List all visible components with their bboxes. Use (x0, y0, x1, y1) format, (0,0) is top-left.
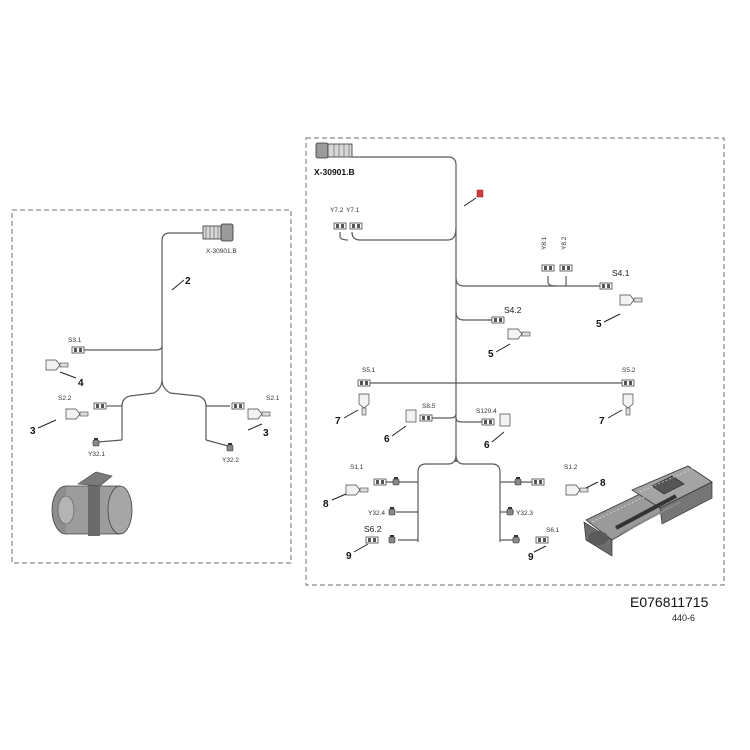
left-label-s22: S2.2 (58, 395, 72, 402)
left-label-s31: S3.1 (68, 337, 82, 344)
left-callout-2: 2 (185, 276, 191, 287)
left-label-s21: S2.1 (266, 395, 280, 402)
red-marker (476, 189, 484, 198)
left-callout-4: 4 (78, 378, 84, 389)
left-label-y321: Y32.1 (88, 451, 105, 458)
right-label-y72: Y7.2 (330, 207, 344, 214)
right-callout-8b: 8 (600, 478, 606, 489)
right-harness-frame (305, 137, 725, 586)
right-harness: X-30901.B (314, 142, 713, 563)
right-label-y71: Y7.1 (346, 207, 360, 214)
right-label-s85: S8.5 (422, 403, 436, 410)
left-main-connector-label: X-30901.B (206, 248, 237, 255)
left-harness-frame (11, 209, 292, 564)
right-callout-7a: 7 (335, 416, 341, 427)
right-label-s62: S6.2 (364, 524, 382, 534)
drum-illustration (51, 471, 133, 536)
right-callout-9b: 9 (528, 552, 534, 563)
right-label-y323: Y32.3 (516, 510, 533, 517)
right-label-s61: S6.1 (546, 527, 560, 534)
right-label-y82: Y8.2 (561, 236, 568, 250)
right-label-s41: S4.1 (612, 268, 630, 278)
right-callout-6a: 6 (384, 434, 390, 445)
right-label-s12: S1.2 (564, 464, 578, 471)
right-callout-5b: 5 (488, 349, 494, 360)
right-label-s52: S5.2 (622, 367, 636, 374)
right-main-connector-label: X-30901.B (314, 167, 355, 177)
right-label-y81: Y8.1 (541, 236, 548, 250)
right-label-y324: Y32.4 (368, 510, 385, 517)
left-callout-3a: 3 (30, 426, 36, 437)
right-callout-7b: 7 (599, 416, 605, 427)
page-code: 440-6 (672, 613, 696, 623)
left-main-connector (202, 223, 234, 242)
tracked-machine-illustration (583, 465, 713, 557)
right-callout-9a: 9 (346, 551, 352, 562)
right-label-s42: S4.2 (504, 305, 522, 315)
drawing-number: E076811715 (630, 594, 709, 610)
right-callout-8a: 8 (323, 499, 329, 510)
left-label-y322: Y32.2 (222, 457, 239, 464)
left-callout-3b: 3 (263, 428, 269, 439)
right-callout-5a: 5 (596, 319, 602, 330)
left-harness: X-30901.B 2 4 3 3 S3.1 S2.2 S2.1 Y32.1 (30, 223, 280, 536)
right-label-s11: S1.1 (350, 464, 364, 471)
right-main-connector (315, 142, 353, 159)
right-label-s51: S5.1 (362, 367, 376, 374)
right-callout-6b: 6 (484, 440, 490, 451)
right-label-s1204: S120.4 (476, 408, 497, 415)
